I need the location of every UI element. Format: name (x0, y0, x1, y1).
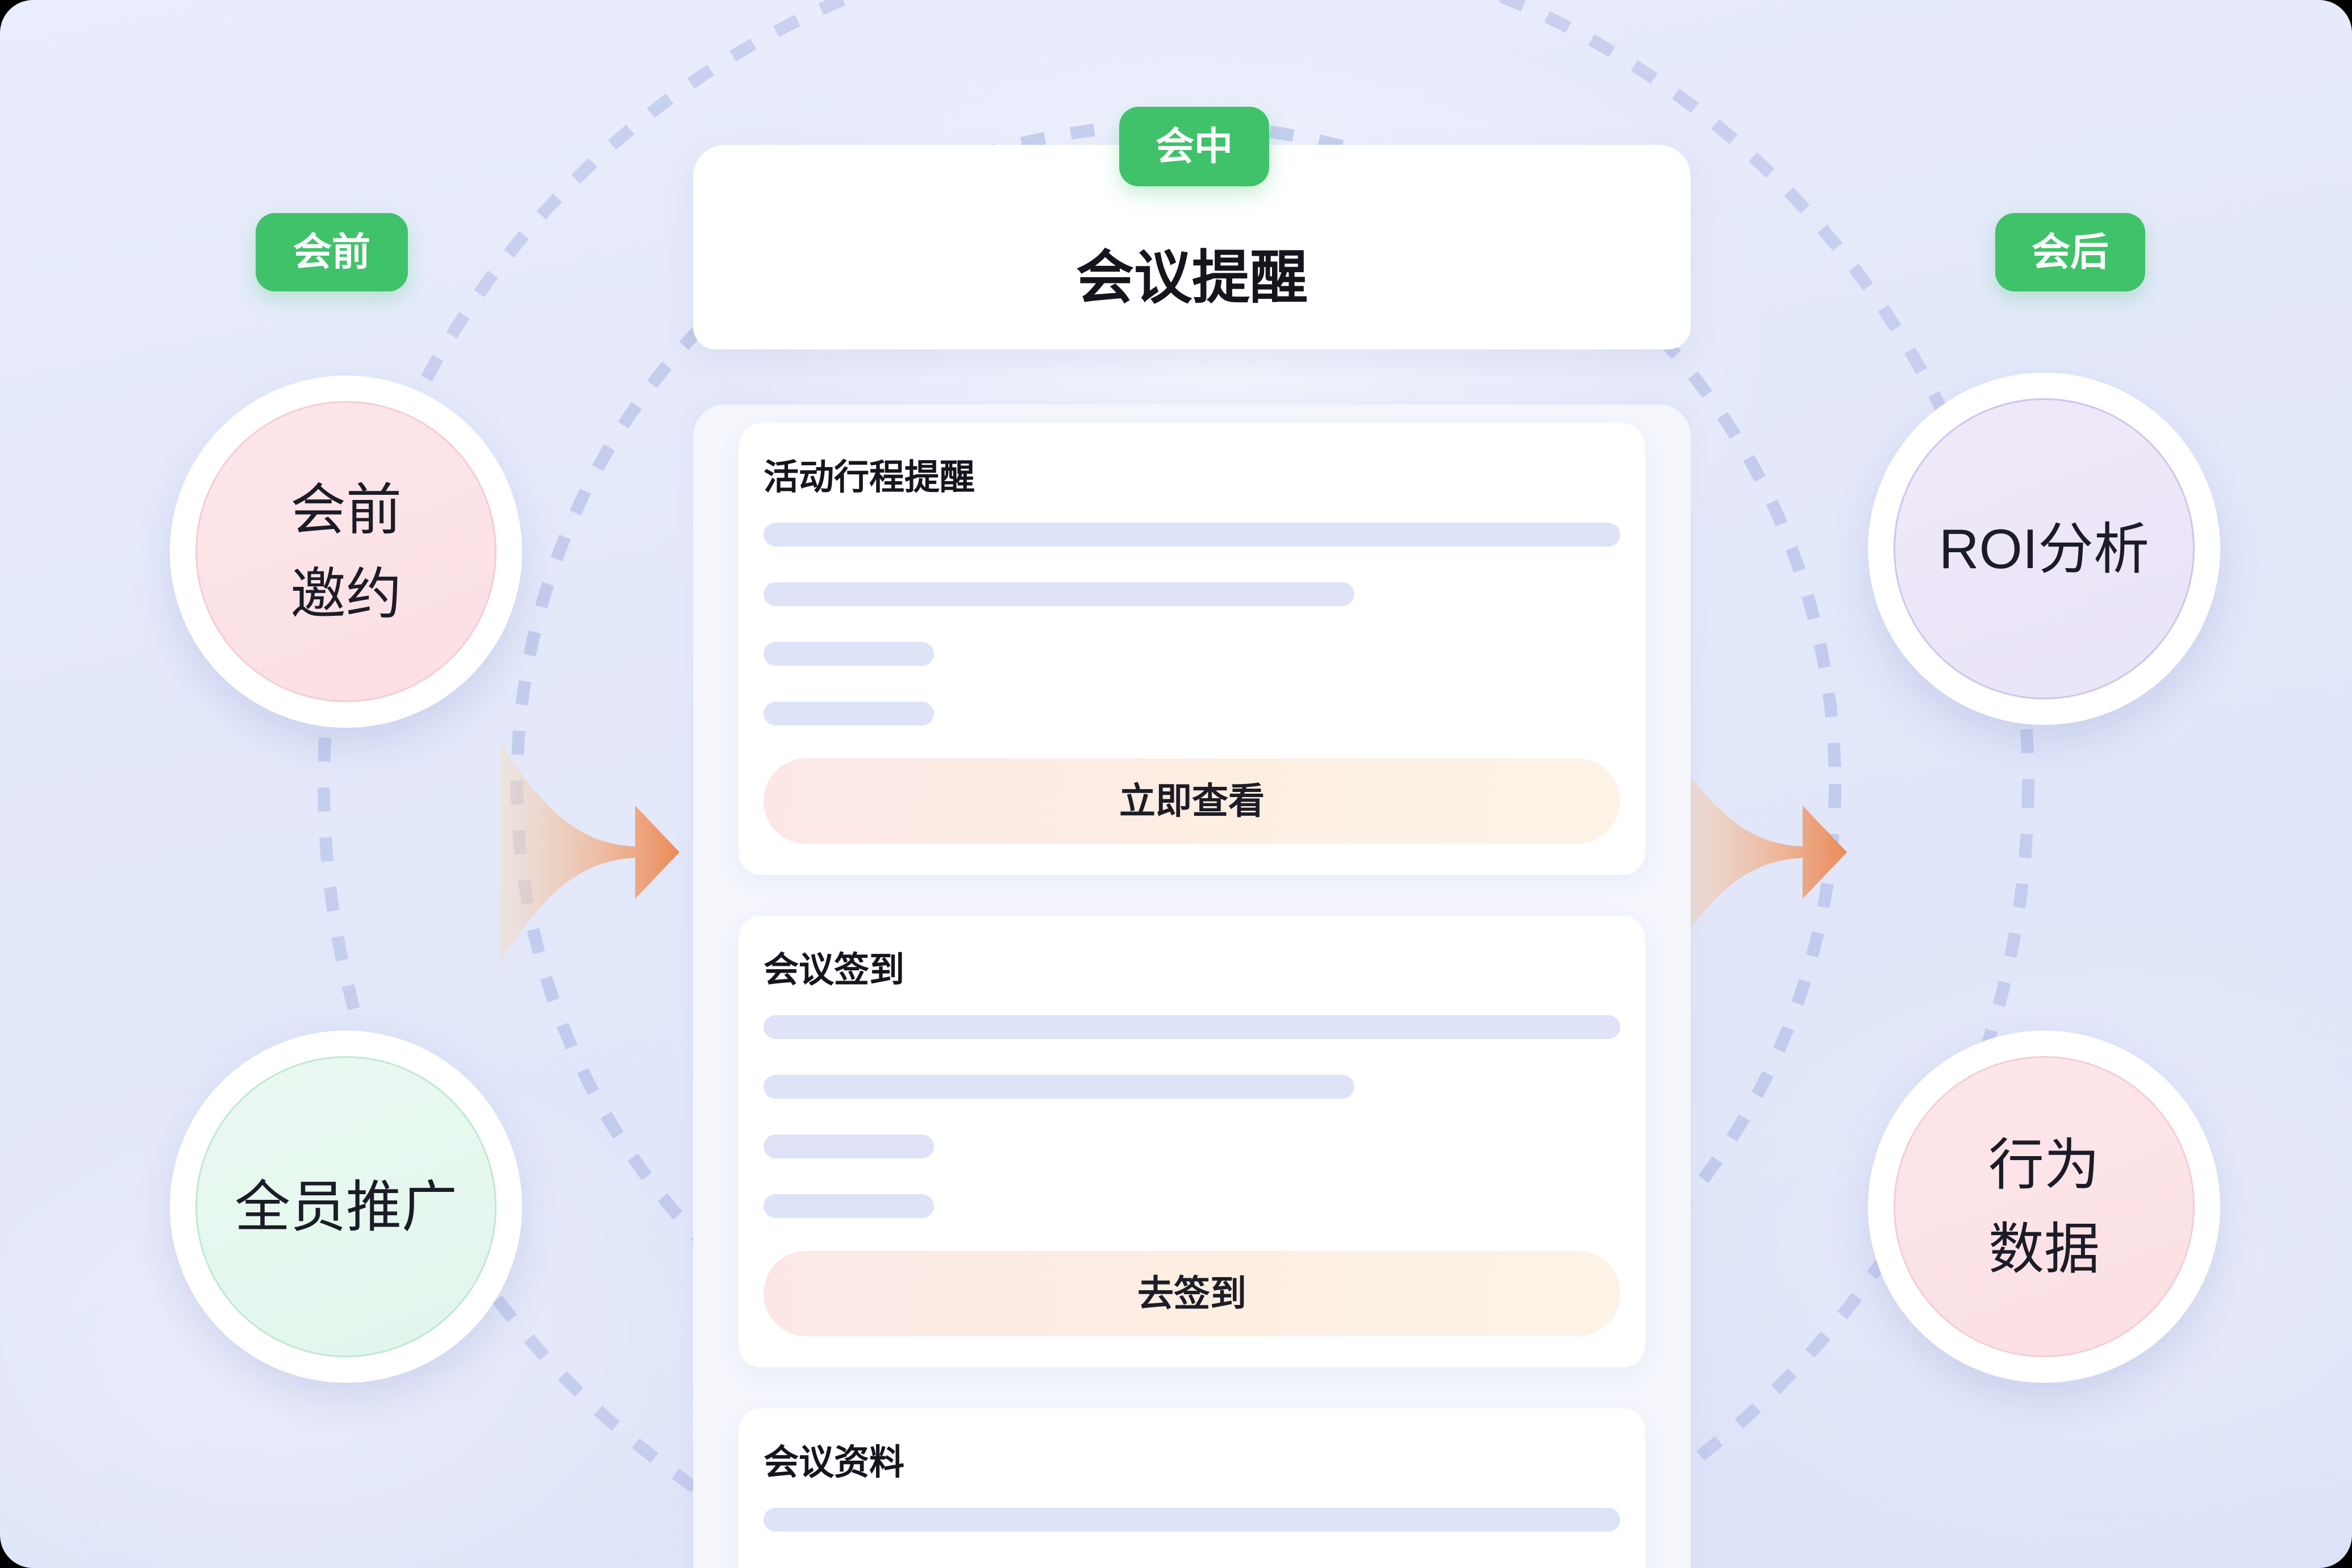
placeholder-bar (764, 1015, 1620, 1039)
stage-badge-during-meeting: 会中 (1119, 107, 1269, 186)
section-card-materials: 会议资料 (739, 1408, 1645, 1568)
node-roi-analysis-label: ROI分析 (1894, 398, 2195, 699)
stage-badge-pre-meeting: 会前 (256, 213, 408, 291)
flow-arrow-left-icon (500, 742, 679, 962)
node-all-staff-promotion-label: 全员推广 (195, 1056, 497, 1357)
placeholder-bars (764, 523, 1620, 727)
placeholder-bar (764, 523, 1620, 547)
placeholder-bars (764, 1015, 1620, 1220)
node-label-line: 数据 (1988, 1217, 2100, 1280)
node-label-line: 全员推广 (234, 1175, 457, 1238)
placeholder-bar (764, 1194, 934, 1218)
section-card-itinerary-reminder: 活动行程提醒 立即查看 (739, 423, 1645, 875)
node-roi-analysis: ROI分析 (1868, 373, 2220, 725)
node-label-line: ROI分析 (1938, 518, 2150, 580)
dashed-circle-outer (318, 0, 2034, 1568)
placeholder-bars (764, 1508, 1620, 1568)
node-behavior-data: 行为 数据 (1868, 1031, 2220, 1383)
placeholder-bar (764, 1075, 1354, 1099)
go-checkin-button[interactable]: 去签到 (764, 1251, 1620, 1336)
node-label-line: 邀约 (290, 562, 402, 625)
flow-arrow-right-icon (1667, 742, 1847, 962)
section-title: 会议签到 (764, 950, 905, 990)
placeholder-bar (764, 702, 934, 725)
node-label-line: 行为 (1988, 1133, 2100, 1196)
phone-card-title: 会议提醒 (1076, 245, 1308, 310)
node-all-staff-promotion: 全员推广 (170, 1031, 522, 1383)
placeholder-bar (764, 642, 934, 666)
node-behavior-data-label: 行为 数据 (1894, 1056, 2195, 1357)
stage-badge-post-meeting: 会后 (1995, 213, 2145, 291)
section-title: 活动行程提醒 (764, 458, 975, 497)
node-pre-meeting-invite-label: 会前 邀约 (195, 401, 497, 702)
section-title: 会议资料 (764, 1443, 905, 1482)
placeholder-bar (764, 1508, 1620, 1532)
view-now-button[interactable]: 立即查看 (764, 758, 1620, 844)
placeholder-bar (764, 582, 1354, 606)
section-card-checkin: 会议签到 去签到 (739, 916, 1645, 1367)
node-pre-meeting-invite: 会前 邀约 (170, 376, 522, 728)
placeholder-bar (764, 1135, 934, 1158)
node-label-line: 会前 (290, 478, 402, 541)
